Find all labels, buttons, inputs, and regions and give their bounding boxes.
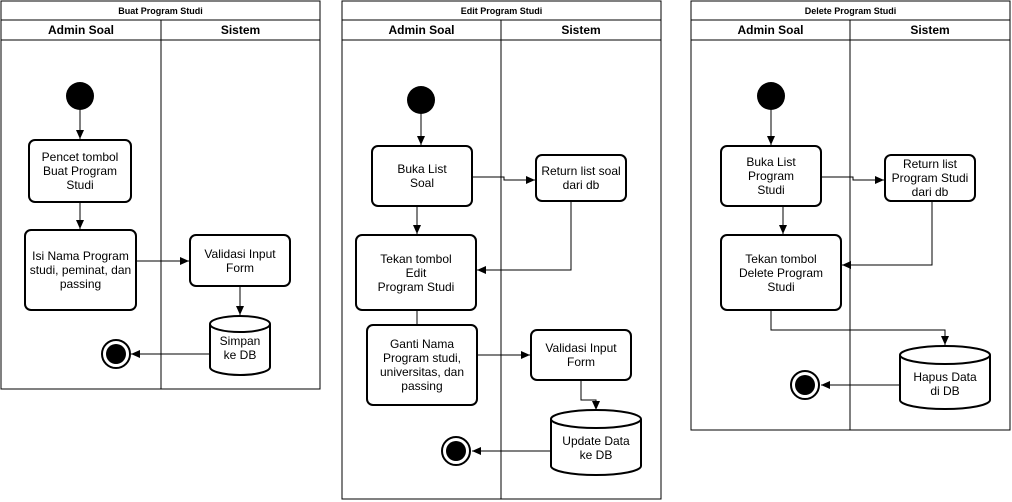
database-node [899, 345, 991, 410]
action-isi-nama-label: Isi Nama Program studi, peminat, dan pas… [29, 249, 132, 291]
action-node [884, 154, 976, 202]
action-pencet-tombol-label: Pencet tombol Buat Program Studi [41, 150, 119, 192]
action-ganti-nama-label: Ganti Nama Program studi, universitas, d… [379, 337, 465, 393]
lane-header-sistem: Sistem [220, 23, 261, 37]
diagram-title: Delete Program Studi [804, 6, 897, 16]
edge [842, 201, 933, 269]
action-buka-list-label: Buka List Soal [397, 162, 447, 190]
action-node [535, 154, 627, 202]
diagram-title: Buat Program Studi [118, 6, 203, 16]
action-tekan-delete-label: Tekan tombol Delete Program Studi [738, 251, 824, 294]
start-node [757, 82, 785, 110]
edge [821, 176, 884, 184]
edge [770, 310, 949, 345]
edge [580, 380, 600, 410]
lane-header-admin-soal: Admin Soal [737, 23, 804, 37]
action-return-list-label: Return list soal dari db [541, 164, 621, 192]
action-buka-list-label: Buka List Program Studi [746, 155, 796, 197]
action-node [24, 229, 137, 311]
action-node [355, 234, 477, 311]
action-node [366, 324, 478, 406]
start-node [407, 86, 435, 114]
lane-header-admin-soal: Admin Soal [388, 23, 455, 37]
database-node [209, 315, 271, 376]
action-validasi-label: Validasi Input Form [204, 246, 276, 275]
end-node [441, 436, 471, 466]
action-tekan-edit-label: Tekan tombol Edit Program Studi [377, 251, 455, 294]
lane-header-sistem: Sistem [561, 23, 601, 37]
start-node [66, 82, 94, 110]
edge [472, 176, 535, 184]
end-node [790, 370, 820, 400]
action-node [720, 234, 842, 311]
database-node [550, 409, 642, 476]
action-return-list-label: Return list Program Studi dari db [891, 157, 969, 199]
action-validasi-label: Validasi Input Form [545, 341, 617, 369]
database-simpan-label: Simpan ke DB [219, 334, 261, 362]
action-node [720, 145, 822, 207]
lane-header-admin-soal: Admin Soal [47, 23, 114, 37]
end-node [101, 339, 131, 369]
diagram-title: Edit Program Studi [460, 6, 543, 16]
database-hapus-label: Hapus Data di DB [913, 370, 977, 398]
edge [477, 201, 572, 274]
database-update-label: Update Data ke DB [562, 434, 630, 462]
lane-header-sistem: Sistem [910, 23, 950, 37]
action-node [371, 145, 473, 207]
